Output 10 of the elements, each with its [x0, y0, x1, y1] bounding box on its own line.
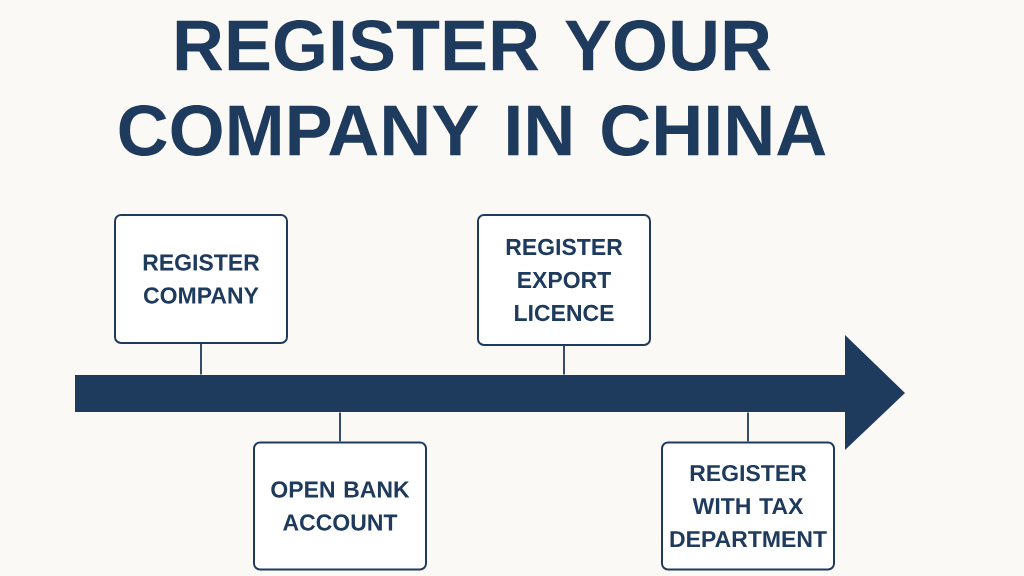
step-box: OPEN BANK ACCOUNT: [253, 441, 427, 571]
connector-line: [339, 411, 341, 443]
step-box: REGISTER COMPANY: [114, 214, 288, 344]
title: REGISTER YOUR COMPANY IN CHINA: [119, 20, 826, 156]
connector-line: [200, 343, 202, 376]
step-box: REGISTER EXPORT LICENCE: [477, 214, 651, 346]
connector-line: [563, 345, 565, 376]
connector-line: [747, 411, 749, 443]
timeline-arrow: [75, 335, 905, 450]
step-box: REGISTER WITH TAX DEPARTMENT: [661, 441, 835, 571]
